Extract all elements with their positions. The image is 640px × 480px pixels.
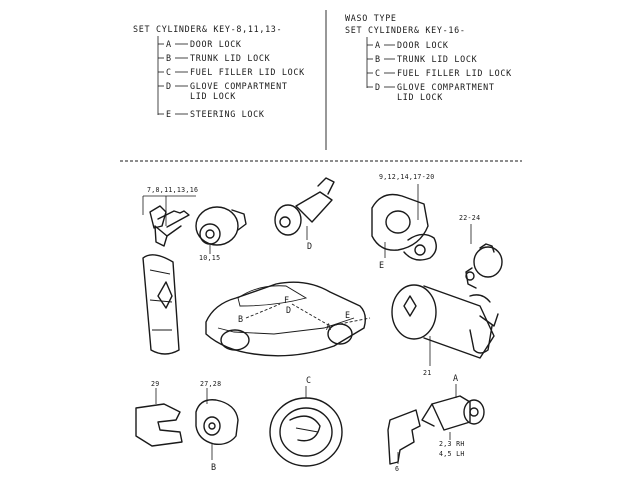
glove-lock-icon bbox=[274, 177, 335, 240]
left-item-c-code: C bbox=[166, 67, 172, 77]
callout-cylinder: 10,15 bbox=[199, 254, 221, 262]
callout-door-lh: 4,5 LH bbox=[439, 450, 465, 458]
letter-door-lock: A bbox=[453, 373, 459, 383]
left-item-d-label-cont: LID LOCK bbox=[190, 91, 236, 101]
callout-door-plate: 6 bbox=[395, 465, 400, 473]
letter-car-f: F bbox=[284, 295, 290, 305]
steering-lock-housing-icon bbox=[391, 284, 499, 366]
callout-steering-ring: 9,12,14,17-20 bbox=[379, 173, 435, 181]
letter-car-d: D bbox=[286, 305, 292, 315]
callout-trunk-cylinder: 27,28 bbox=[200, 380, 222, 388]
right-item-d-label: GLOVE COMPARTMENT bbox=[397, 82, 495, 92]
left-item-d-code: D bbox=[166, 81, 172, 91]
letter-car-a: A bbox=[326, 322, 332, 332]
lock-cylinder-icon bbox=[195, 206, 247, 254]
key-set-icon bbox=[142, 195, 196, 247]
ignition-switch-icon bbox=[465, 224, 503, 289]
right-item-d-code: D bbox=[375, 82, 381, 92]
key-pouch-icon bbox=[142, 254, 180, 355]
callout-keys: 7,8,11,13,16 bbox=[147, 186, 199, 194]
callout-steering-housing: 21 bbox=[423, 369, 432, 377]
right-item-c-code: C bbox=[375, 68, 381, 78]
letter-fuel-cap: C bbox=[306, 375, 312, 385]
fuel-cap-icon bbox=[269, 386, 343, 467]
door-plate-icon bbox=[387, 409, 421, 465]
callout-switch: 22-24 bbox=[459, 214, 481, 222]
left-set-title: SET CYLINDER& KEY-8,11,13- bbox=[133, 24, 283, 34]
door-lock-icon bbox=[421, 384, 485, 440]
callout-clip: 29 bbox=[151, 380, 160, 388]
letter-car-b: B bbox=[238, 314, 244, 324]
right-item-c-label: FUEL FILLER LID LOCK bbox=[397, 68, 512, 78]
retaining-clip-icon bbox=[135, 388, 183, 447]
left-item-a-label: DOOR LOCK bbox=[190, 39, 242, 49]
left-item-c-label: FUEL FILLER LID LOCK bbox=[190, 67, 305, 77]
letter-steering-ring: E bbox=[379, 260, 385, 270]
right-set-title: SET CYLINDER& KEY-16- bbox=[345, 25, 466, 35]
left-item-b-label: TRUNK LID LOCK bbox=[190, 53, 271, 63]
right-legend-tree bbox=[366, 37, 395, 88]
trunk-lock-icon bbox=[195, 388, 239, 460]
left-legend-tree bbox=[157, 36, 188, 115]
steering-ring-icon bbox=[371, 184, 437, 261]
left-item-e-label: STEERING LOCK bbox=[190, 109, 265, 119]
right-type-line: WASO TYPE bbox=[345, 13, 397, 23]
letter-glove-lock: D bbox=[307, 241, 313, 251]
left-item-a-code: A bbox=[166, 39, 172, 49]
car-outline-icon bbox=[205, 281, 371, 357]
left-item-e-code: E bbox=[166, 109, 172, 119]
left-item-b-code: B bbox=[166, 53, 172, 63]
left-item-d-label: GLOVE COMPARTMENT bbox=[190, 81, 288, 91]
right-item-a-label: DOOR LOCK bbox=[397, 40, 449, 50]
letter-trunk-lock: B bbox=[211, 462, 217, 472]
letter-car-e: E bbox=[345, 310, 351, 320]
right-item-b-code: B bbox=[375, 54, 381, 64]
right-item-a-code: A bbox=[375, 40, 381, 50]
right-item-d-label-cont: LID LOCK bbox=[397, 92, 443, 102]
right-item-b-label: TRUNK LID LOCK bbox=[397, 54, 478, 64]
callout-door-rh: 2,3 RH bbox=[439, 440, 465, 448]
